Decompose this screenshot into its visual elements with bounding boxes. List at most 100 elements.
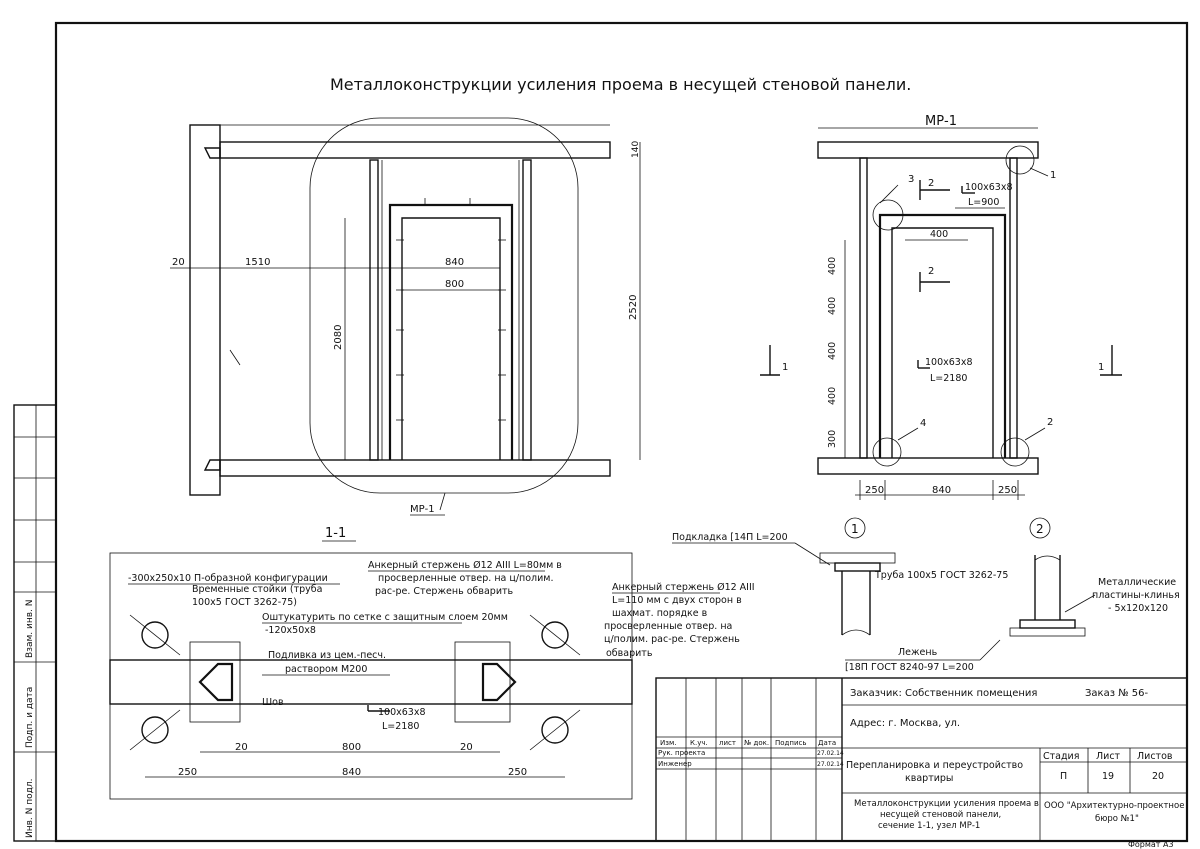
section-1-1: 1-1 -300х250х10 П-образной конфигурации … [109, 526, 755, 800]
stamp-format: Формат А3 [1128, 840, 1174, 849]
svg-text:бюро №1": бюро №1" [1095, 814, 1139, 824]
svg-text:300: 300 [827, 430, 838, 448]
svg-text:2: 2 [928, 178, 934, 189]
svg-text:Анкерный стержень Ø12 AIII: Анкерный стержень Ø12 AIII [612, 582, 755, 593]
plan-callout: МР-1 [410, 504, 435, 515]
svg-text:1: 1 [782, 362, 788, 373]
svg-text:Лежень: Лежень [898, 647, 938, 658]
svg-text:Инженер: Инженер [658, 760, 692, 768]
svg-text:Временные стойки (труба: Временные стойки (труба [192, 584, 322, 595]
svg-text:27.02.14: 27.02.14 [817, 761, 844, 768]
detail-1-label: 1 [851, 522, 859, 536]
svg-text:пластины-клинья: пластины-клинья [1092, 590, 1180, 601]
dim-left-offset: 20 [172, 257, 185, 268]
svg-text:Анкерный стержень Ø12 AIII L=8: Анкерный стержень Ø12 AIII L=80мм в [368, 560, 562, 571]
svg-text:шахмат. порядке в: шахмат. порядке в [612, 608, 708, 619]
svg-text:ц/полим. рас-ре. Стержень: ц/полим. рас-ре. Стержень [604, 634, 740, 645]
svg-text:Оштукатурить по сетке с защитн: Оштукатурить по сетке с защитным слоем 2… [262, 612, 508, 623]
svg-text:Изм.: Изм. [660, 739, 676, 747]
node-view: МР-1 1 2 3 4 1 1 2 2 100х63х8 [760, 114, 1122, 500]
side-stamp-sign: Подп. и дата [25, 687, 35, 748]
svg-text:квартиры: квартиры [905, 773, 953, 784]
svg-text:Подливка из цем.-песч.: Подливка из цем.-песч. [268, 650, 386, 661]
stamp-customer: Заказчик: Собственник помещения [850, 688, 1037, 699]
svg-text:400: 400 [827, 342, 838, 360]
node-angle-side: 100х63х8 [925, 357, 973, 368]
svg-text:400: 400 [827, 297, 838, 315]
stamp-sheets: 20 [1152, 771, 1164, 782]
svg-text:20: 20 [235, 742, 248, 753]
svg-text:20: 20 [460, 742, 473, 753]
svg-text:лист: лист [719, 739, 736, 747]
marker-3: 3 [908, 174, 914, 185]
section-angle: 100х63х8 [378, 707, 426, 718]
svg-text:L=110 мм с двух сторон в: L=110 мм с двух сторон в [612, 595, 742, 606]
svg-text:27.02.14: 27.02.14 [817, 750, 844, 757]
svg-text:Рук. проекта: Рук. проекта [658, 749, 705, 757]
svg-text:400: 400 [827, 257, 838, 275]
dim-opening-outer: 840 [445, 257, 464, 268]
svg-text:250: 250 [178, 767, 197, 778]
svg-text:несущей стеновой панели,: несущей стеновой панели, [880, 810, 1001, 820]
svg-text:-300х250х10 П-образной конфигу: -300х250х10 П-образной конфигурации [128, 573, 328, 584]
section-angle-len: L=2180 [382, 721, 419, 732]
dim-slab: 140 [631, 141, 641, 158]
svg-text:просверленные отвер. на: просверленные отвер. на [604, 621, 732, 632]
node-dim-400: 400 [930, 229, 948, 240]
detail-pipe: Труба 100х5 ГОСТ 3262-75 [874, 570, 1008, 581]
node-angle-top-len: L=900 [968, 197, 999, 208]
svg-text:Металлические: Металлические [1098, 577, 1176, 588]
svg-text:Металлоконструкции усиления пр: Металлоконструкции усиления проема в [854, 799, 1039, 809]
svg-text:сечение 1-1, узел МР-1: сечение 1-1, узел МР-1 [878, 821, 980, 831]
svg-text:просверленные отвер. на ц/поли: просверленные отвер. на ц/полим. [378, 573, 554, 584]
svg-text:100х5 ГОСТ 3262-75): 100х5 ГОСТ 3262-75) [192, 597, 297, 608]
svg-text:[18П ГОСТ 8240-97 L=200: [18П ГОСТ 8240-97 L=200 [845, 662, 974, 673]
svg-text:№ док.: № док. [744, 739, 769, 747]
svg-text:- 5х120х120: - 5х120х120 [1108, 603, 1168, 614]
dim-total-height: 2520 [628, 295, 639, 320]
svg-text:ООО "Архитектурно-проектное: ООО "Архитектурно-проектное [1044, 801, 1184, 811]
svg-text:обварить: обварить [606, 648, 653, 659]
svg-text:рас-ре. Стержень обварить: рас-ре. Стержень обварить [375, 586, 514, 597]
dim-to-opening: 1510 [245, 257, 270, 268]
svg-text:1: 1 [1098, 362, 1104, 373]
node-title: МР-1 [925, 114, 957, 129]
svg-text:2: 2 [928, 266, 934, 277]
svg-text:Листов: Листов [1137, 751, 1173, 762]
marker-2: 2 [1047, 417, 1053, 428]
svg-text:раствором М200: раствором М200 [285, 664, 367, 675]
svg-text:Шов: Шов [262, 697, 284, 708]
svg-text:Лист: Лист [1096, 751, 1121, 762]
node-angle-top: 100х63х8 [965, 182, 1013, 193]
dim-opening-inner: 800 [445, 279, 464, 290]
svg-text:800: 800 [342, 742, 361, 753]
svg-text:840: 840 [342, 767, 361, 778]
stamp-stage: П [1060, 771, 1067, 782]
side-stamp-replace: Взам. инв. N [25, 600, 35, 658]
title-block: Заказчик: Собственник помещения Заказ № … [655, 677, 1188, 849]
drawing-title: Металлоконструкции усиления проема в нес… [330, 75, 911, 94]
svg-text:Стадия: Стадия [1043, 751, 1079, 762]
svg-text:250: 250 [508, 767, 527, 778]
plan-view: МР-1 20 1510 840 800 2080 2520 140 [170, 117, 641, 516]
svg-text:250: 250 [865, 485, 884, 496]
side-stamp-inv: Инв. N подл. [25, 779, 35, 838]
dim-opening-height: 2080 [333, 325, 344, 350]
svg-text:250: 250 [998, 485, 1017, 496]
stamp-address: Адрес: г. Москва, ул. [850, 718, 960, 729]
section-title: 1-1 [325, 526, 346, 541]
detail-2-label: 2 [1036, 522, 1044, 536]
svg-text:840: 840 [932, 485, 951, 496]
side-stamp: Инв. N подл. Подп. и дата Взам. инв. N [13, 404, 57, 842]
node-angle-side-len: L=2180 [930, 373, 967, 384]
marker-4: 4 [920, 418, 926, 429]
svg-text:Дата: Дата [818, 739, 836, 747]
marker-1: 1 [1050, 170, 1056, 181]
svg-text:400: 400 [827, 387, 838, 405]
svg-text:Подпись: Подпись [775, 739, 807, 747]
svg-text:-120х50х8: -120х50х8 [265, 625, 316, 636]
details: 1 2 Подкладка [14П L=200 Труба 100х5 ГОС… [672, 517, 1180, 673]
stamp-sheet: 19 [1102, 771, 1114, 782]
stamp-order: Заказ № 56- [1085, 688, 1149, 699]
